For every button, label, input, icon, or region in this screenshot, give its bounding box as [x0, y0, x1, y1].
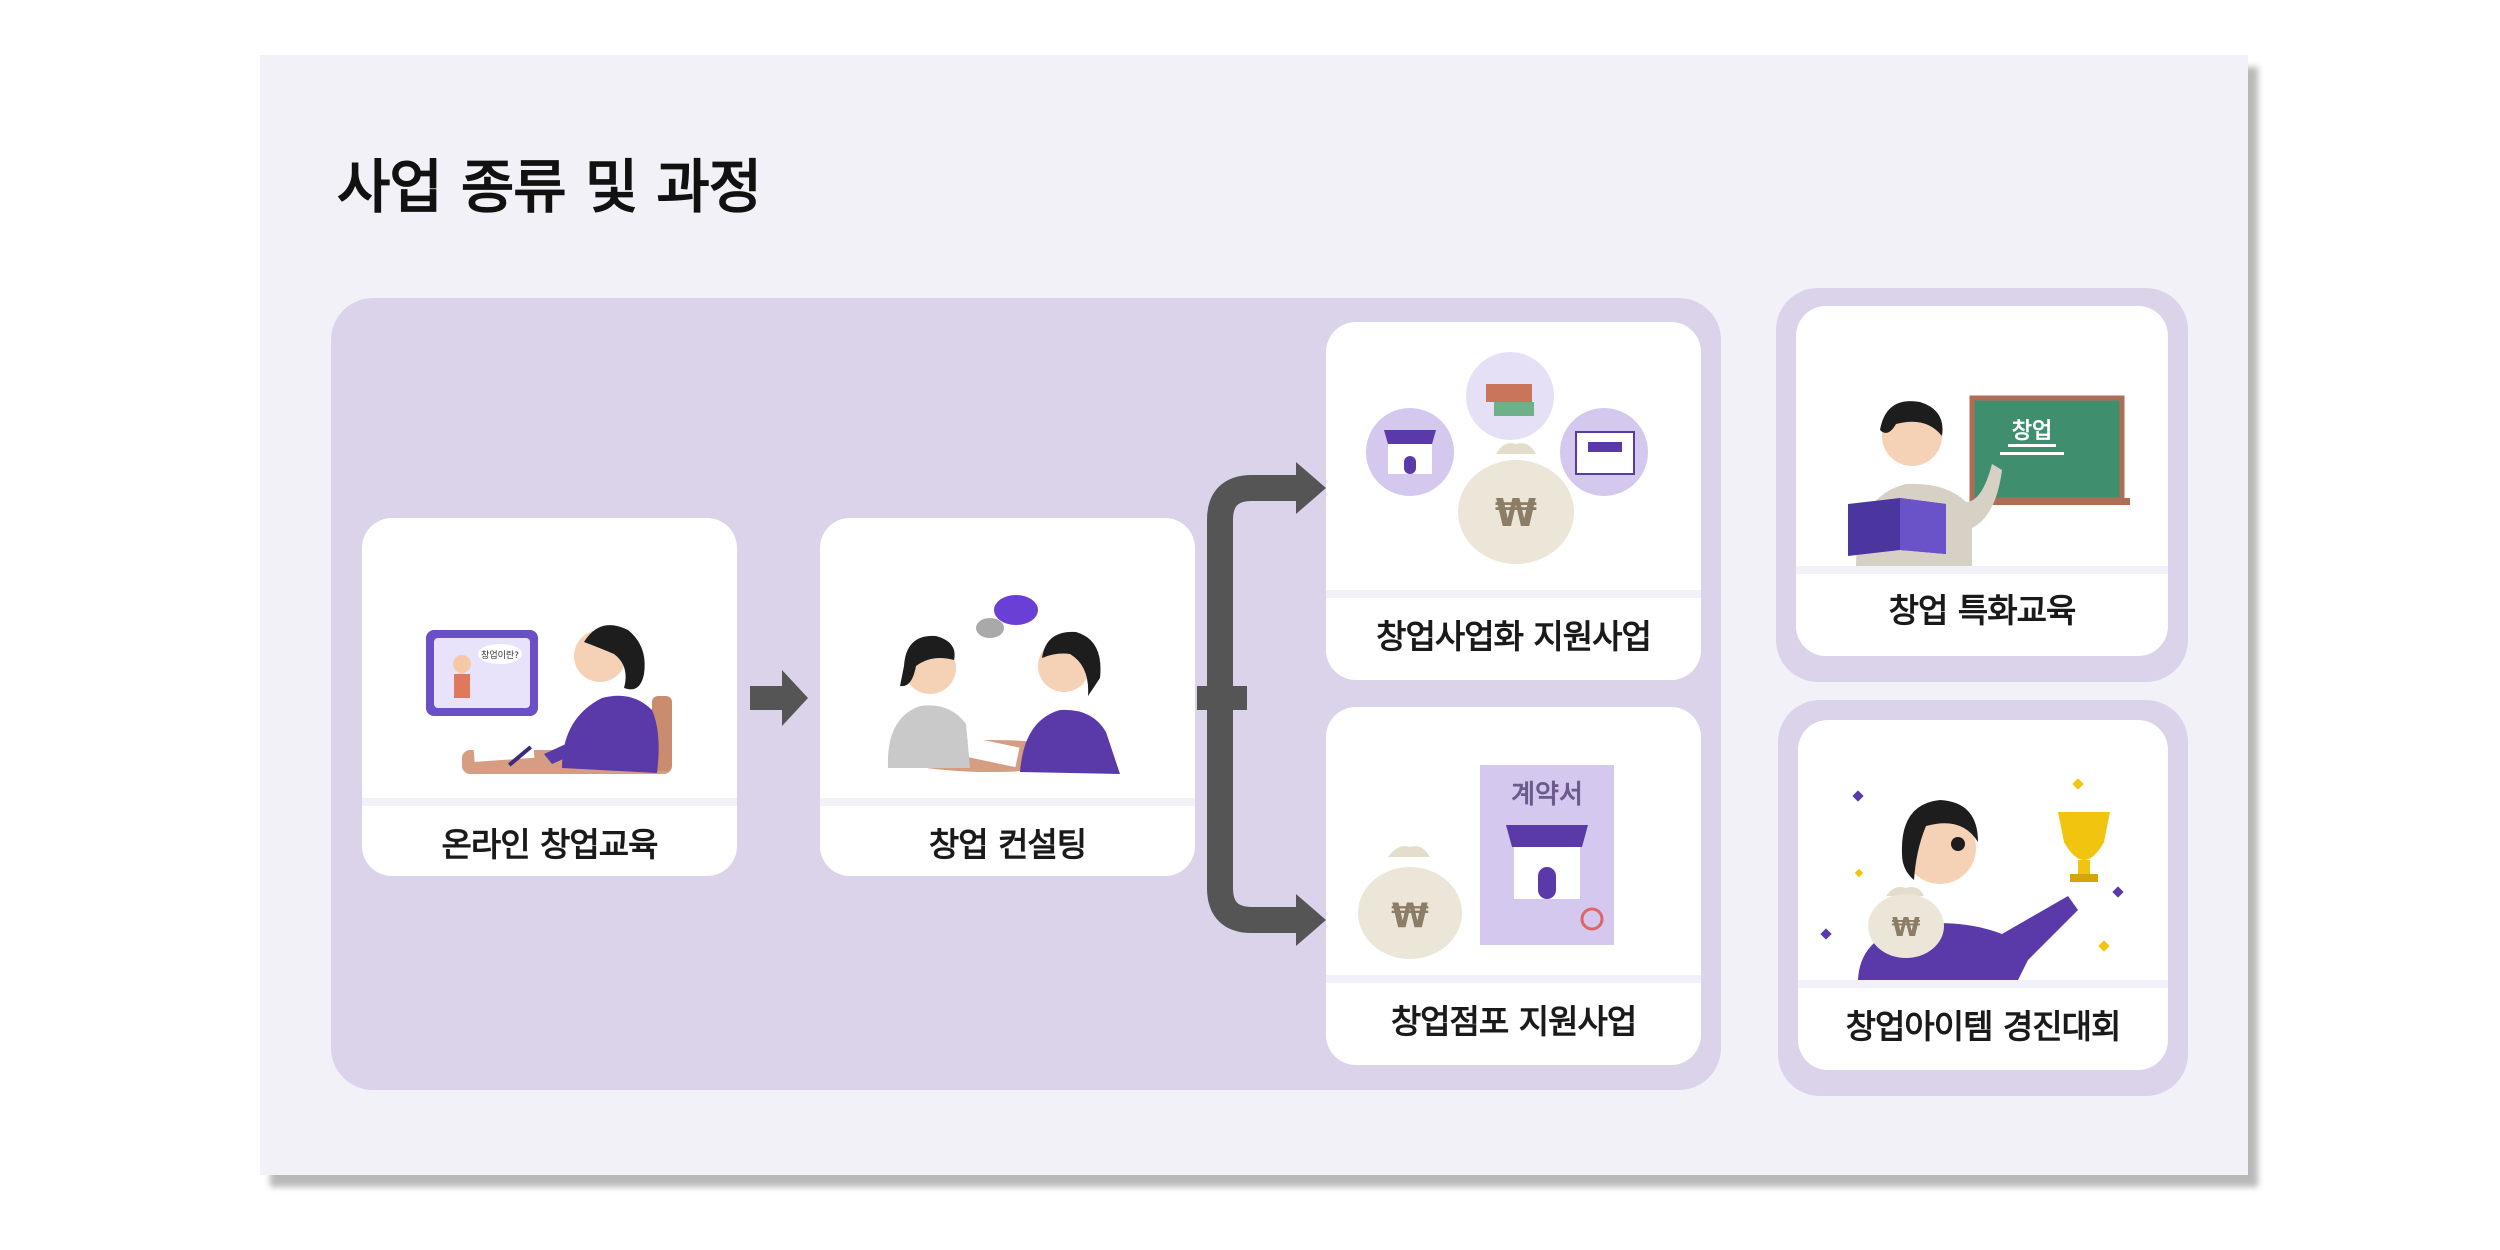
- card-label: 창업 컨설팅: [928, 825, 1087, 864]
- card-consulting[interactable]: 창업 컨설팅: [820, 518, 1195, 876]
- laptop-learning-illustration: 창업이란?: [426, 625, 672, 774]
- branch-connector: [1207, 475, 1300, 698]
- card-commercialization-support[interactable]: ₩ 창업사업화 지원사업: [1326, 322, 1701, 680]
- arrow-right-icon: [750, 670, 808, 726]
- card-label: 창업사업화 지원사업: [1376, 617, 1652, 656]
- card-specialized-education[interactable]: 창업 창업 특화교육: [1796, 306, 2168, 656]
- contract-store-illustration: 계약서 ₩: [1358, 765, 1614, 959]
- trophy-winner-illustration: ₩: [1820, 778, 2124, 980]
- card-item-competition[interactable]: ₩ 창업아이템 경진대회: [1798, 720, 2168, 1070]
- page-title: 사업 종류 및 과정: [337, 153, 762, 221]
- teacher-blackboard-illustration: 창업: [1848, 395, 2130, 566]
- svg-text:₩: ₩: [1892, 913, 1921, 943]
- svg-text:창업이란?: 창업이란?: [481, 649, 519, 661]
- svg-text:계약서: 계약서: [1511, 780, 1583, 810]
- card-label: 창업아이템 경진대회: [1845, 1007, 2122, 1046]
- card-label: 온라인 창업교육: [441, 825, 658, 864]
- store-funding-illustration: ₩: [1366, 352, 1648, 564]
- arrow-down-branch-icon: [1296, 894, 1326, 946]
- svg-text:창업: 창업: [2012, 419, 2052, 444]
- card-store-support[interactable]: 계약서 ₩ 창업점포 지원사업: [1326, 707, 1701, 1065]
- consulting-illustration: [887, 595, 1120, 774]
- svg-text:₩: ₩: [1495, 491, 1537, 535]
- card-online-education[interactable]: 창업이란? 온라인 창업교육: [362, 518, 737, 876]
- card-label: 창업 특화교육: [1888, 591, 2077, 630]
- arrow-up-branch-icon: [1296, 462, 1326, 514]
- svg-text:₩: ₩: [1391, 896, 1429, 936]
- card-label: 창업점포 지원사업: [1390, 1002, 1637, 1041]
